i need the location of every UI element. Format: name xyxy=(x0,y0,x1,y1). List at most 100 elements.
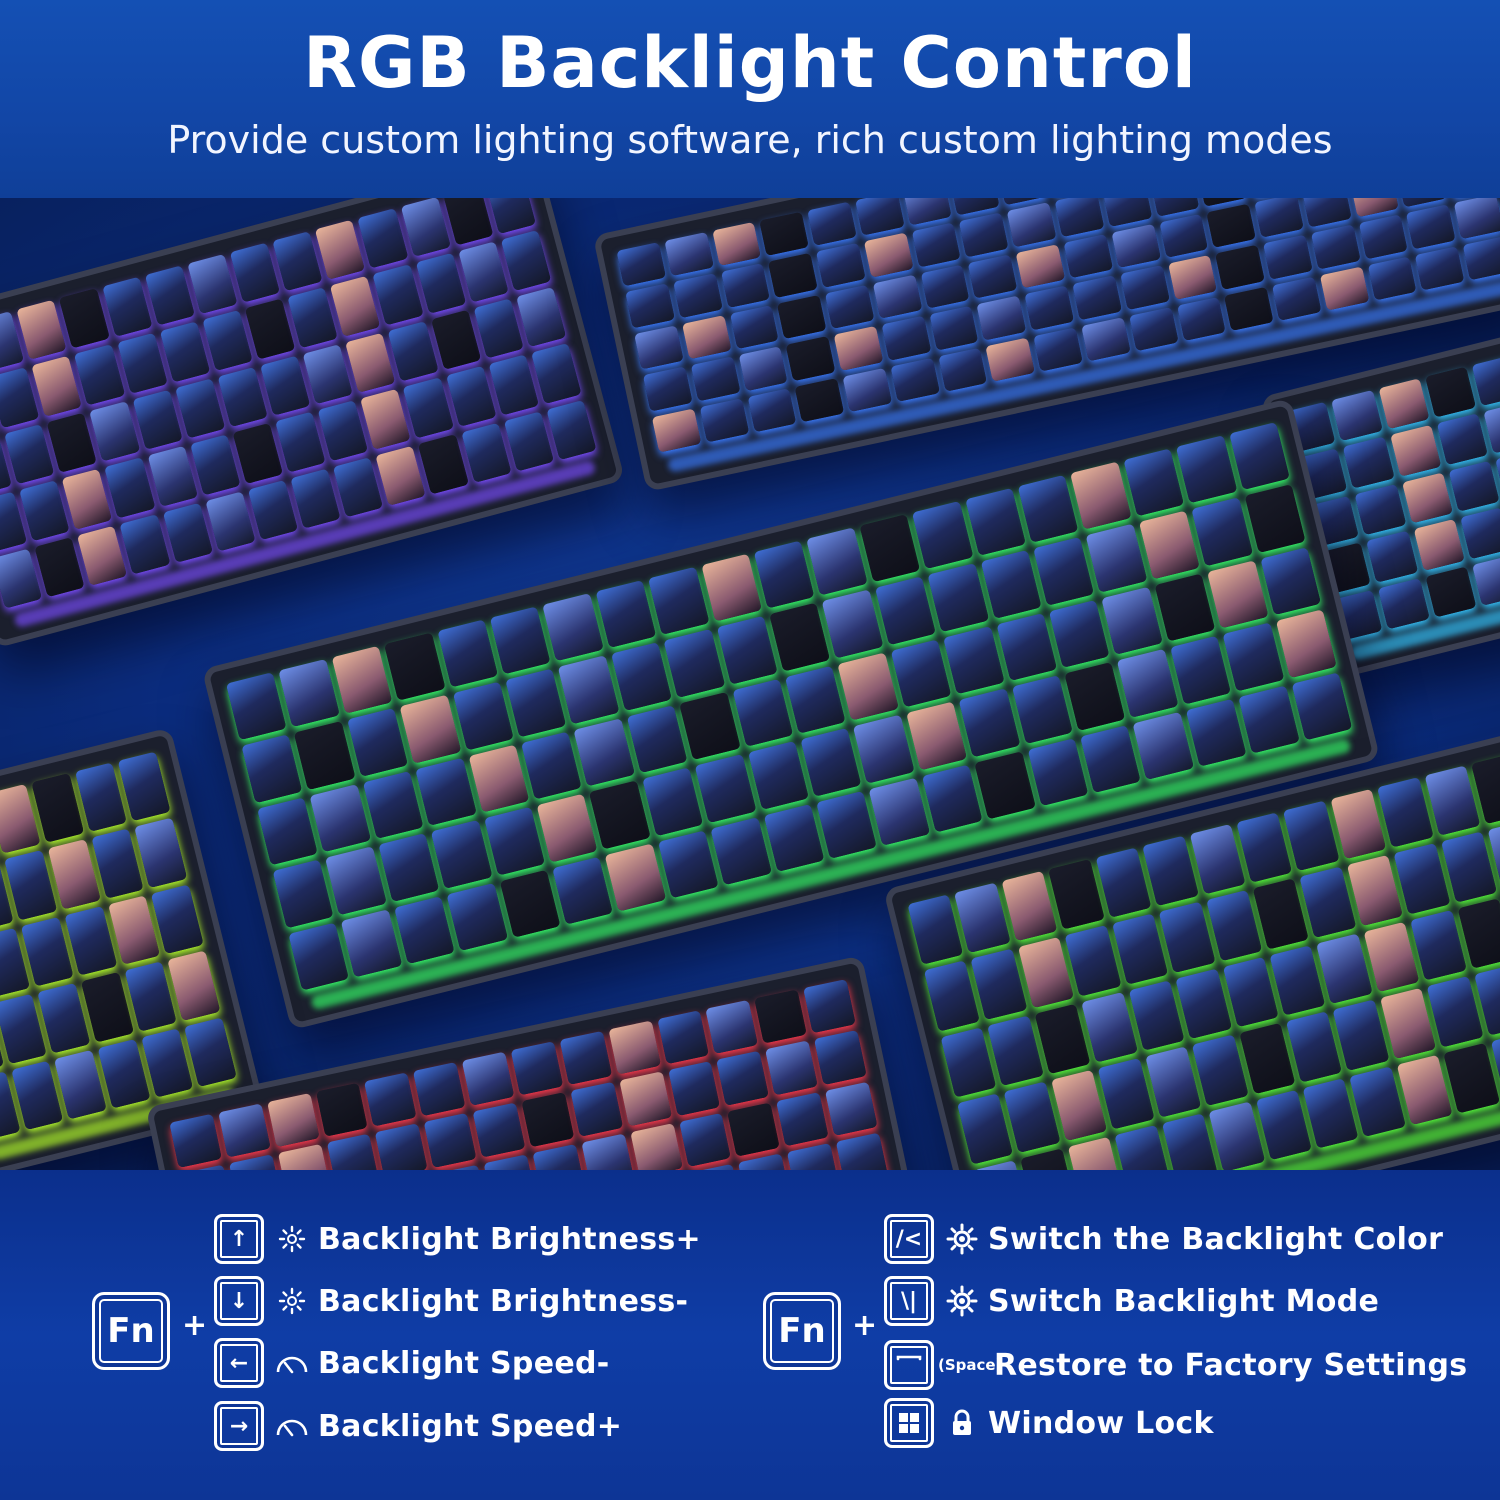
keycap xyxy=(1120,265,1170,310)
keycap xyxy=(332,456,384,518)
keycap xyxy=(1354,483,1406,536)
keycap xyxy=(1079,724,1142,794)
shortcut-window-lock: Window Lock xyxy=(884,1397,1214,1449)
keycap xyxy=(711,221,762,267)
keycap xyxy=(331,645,393,715)
keycap xyxy=(763,803,825,872)
keycap xyxy=(727,1102,781,1157)
keycap xyxy=(987,1015,1044,1087)
keycap xyxy=(317,400,369,461)
keycap xyxy=(1426,976,1484,1048)
keycap xyxy=(61,468,113,530)
keycap xyxy=(437,619,499,688)
keycap xyxy=(1033,537,1095,606)
keycap xyxy=(937,347,988,392)
keycap xyxy=(1244,484,1306,553)
keycap xyxy=(570,1082,623,1137)
keycap xyxy=(626,704,688,774)
shortcut-label: Backlight Brightness- xyxy=(318,1283,689,1319)
keycap xyxy=(595,579,657,649)
keycap xyxy=(1027,737,1089,807)
keycap xyxy=(664,232,714,277)
keycap xyxy=(1128,306,1179,352)
shortcut-speed-down: ← Backlight Speed- xyxy=(214,1337,610,1389)
keycap xyxy=(559,1030,612,1086)
keycap xyxy=(375,445,426,506)
keycap xyxy=(1406,204,1456,249)
keycap xyxy=(957,1093,1014,1165)
keycap xyxy=(656,1010,710,1065)
keycap xyxy=(581,1133,634,1170)
keycap xyxy=(1006,202,1057,248)
plus-sign-left: + xyxy=(182,1308,208,1343)
keycap xyxy=(642,366,693,412)
keycap xyxy=(1176,435,1238,504)
keycap xyxy=(278,658,340,728)
keycap xyxy=(1161,1112,1218,1170)
keycap xyxy=(1072,275,1122,320)
keycap xyxy=(616,242,666,287)
keycap xyxy=(1367,255,1417,301)
keycap xyxy=(257,797,319,866)
keycap xyxy=(1302,198,1352,228)
keycap xyxy=(759,211,809,257)
keycap xyxy=(716,1051,770,1106)
keycap xyxy=(1269,944,1326,1016)
keycap xyxy=(272,231,323,292)
keycap xyxy=(1017,937,1075,1008)
keycap xyxy=(1138,510,1200,580)
keycap xyxy=(881,315,931,361)
keycap xyxy=(500,230,552,291)
keycap xyxy=(970,948,1028,1020)
keycap xyxy=(589,780,651,849)
keyboard-photo xyxy=(0,198,1500,1170)
keycap xyxy=(1283,800,1340,872)
keycap xyxy=(315,1082,369,1138)
keycap xyxy=(1191,1034,1249,1106)
keycap xyxy=(1001,870,1058,942)
keycap xyxy=(326,1133,380,1170)
keycap xyxy=(552,856,614,925)
keyboard-top-left xyxy=(0,198,626,649)
keycap xyxy=(822,589,884,659)
keycap xyxy=(1460,507,1500,559)
keycap xyxy=(911,222,961,268)
keycap xyxy=(225,672,287,741)
keycap xyxy=(642,767,704,836)
keycap xyxy=(442,198,494,246)
keycap xyxy=(1123,448,1185,517)
keycap xyxy=(1111,223,1161,269)
shortcut-label: Backlight Speed+ xyxy=(318,1408,623,1444)
keycap xyxy=(521,1092,575,1147)
keycap xyxy=(769,602,831,672)
keycap xyxy=(241,734,303,803)
keycap xyxy=(80,972,134,1043)
keycap xyxy=(1238,1023,1296,1094)
keycap xyxy=(341,908,403,978)
keycap xyxy=(890,357,940,402)
keycap xyxy=(837,652,899,721)
keycap xyxy=(1393,843,1451,915)
keycap xyxy=(46,412,98,473)
keycap xyxy=(1401,472,1453,524)
keycap xyxy=(1158,213,1209,259)
keycap xyxy=(489,606,551,675)
keycap xyxy=(244,298,296,360)
keycap xyxy=(807,201,857,247)
shortcut-switch-mode: \| Switch Backlight Mode xyxy=(884,1275,1379,1327)
down-arrow-key: ↓ xyxy=(214,1276,264,1326)
keycap xyxy=(430,820,493,889)
keycap xyxy=(536,793,598,863)
keycap xyxy=(1440,831,1498,903)
keycap xyxy=(10,1060,64,1131)
keycap xyxy=(716,616,778,685)
keycap xyxy=(1448,460,1500,512)
fn-key-left: Fn xyxy=(92,1292,170,1370)
space-key xyxy=(884,1340,934,1390)
keycap xyxy=(1389,425,1442,477)
keycap xyxy=(920,264,970,309)
keycap xyxy=(699,397,749,443)
keycap xyxy=(776,1091,829,1147)
keycap xyxy=(777,294,827,340)
keycap xyxy=(54,1049,107,1120)
